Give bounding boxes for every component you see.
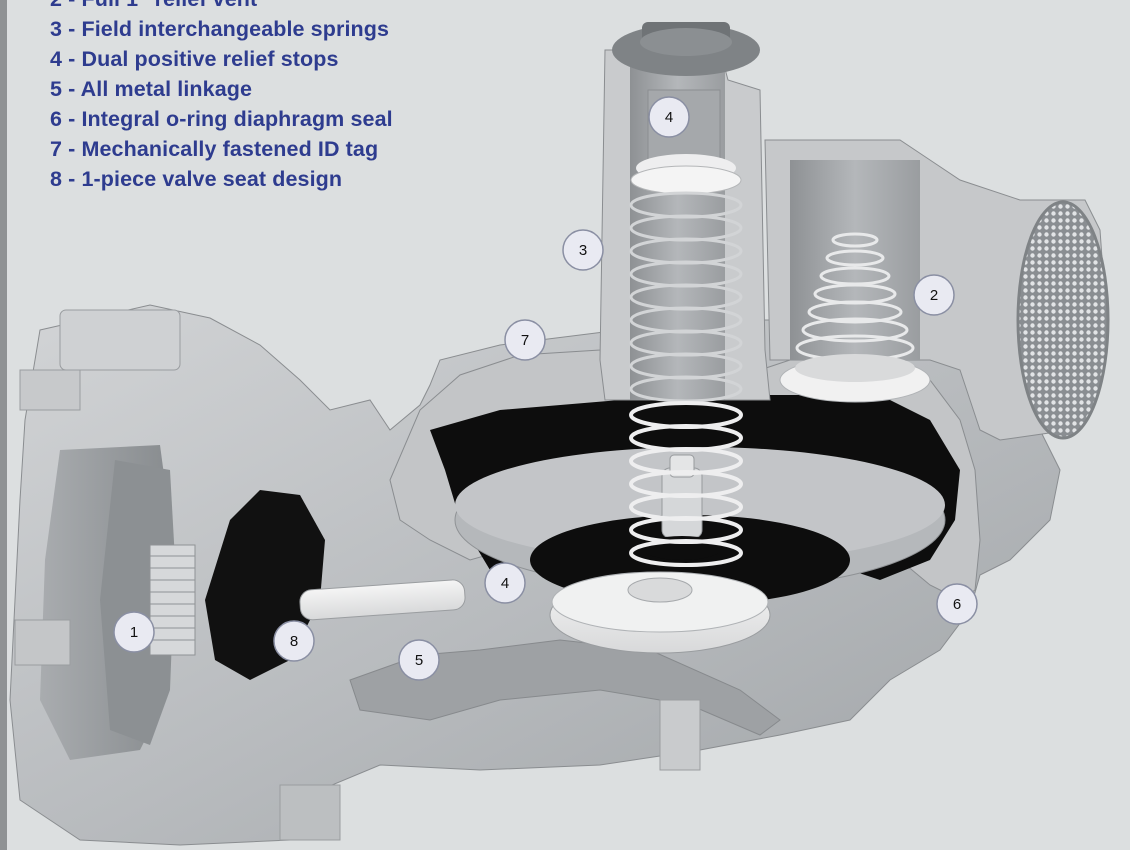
tower-cap-top xyxy=(640,28,732,56)
linkage-pin xyxy=(659,699,701,771)
main-spring xyxy=(629,191,743,403)
relief-spring-seat-inner xyxy=(795,354,915,382)
callout-6: 6 xyxy=(936,583,978,625)
callout-5: 5 xyxy=(398,639,440,681)
bottom-boss xyxy=(279,784,341,841)
feature-item-6: 6 - Integral o-ring diaphragm seal xyxy=(50,107,393,131)
lower-spring xyxy=(629,401,743,567)
inlet-bore xyxy=(100,460,175,745)
relief-valve-hub xyxy=(627,577,693,603)
callout-7: 7 xyxy=(504,319,546,361)
feature-list: 2 - Full 1" relief vent 3 - Field interc… xyxy=(50,0,393,194)
linkage-lever xyxy=(349,639,781,736)
callout-8: 8 xyxy=(273,620,315,662)
svg-text:6: 6 xyxy=(953,596,961,613)
svg-text:1: 1 xyxy=(130,624,138,641)
center-nut xyxy=(661,467,703,539)
feature-item-5: 5 - All metal linkage xyxy=(50,77,253,101)
flange-boss-lower xyxy=(14,619,71,666)
relief-spring xyxy=(795,232,915,362)
callout-4-top: 4 xyxy=(648,96,690,138)
svg-text:4: 4 xyxy=(501,575,509,592)
svg-text:4: 4 xyxy=(665,109,673,126)
inlet-threads xyxy=(149,544,196,656)
vent-screen xyxy=(1016,200,1110,440)
flange-boss-upper xyxy=(19,369,81,411)
feature-item-7: 7 - Mechanically fastened ID tag xyxy=(50,137,379,161)
feature-item-8: 8 - 1-piece valve seat design xyxy=(50,167,343,191)
svg-text:5: 5 xyxy=(415,652,423,669)
callout-1: 1 xyxy=(113,611,155,653)
svg-text:3: 3 xyxy=(579,242,587,259)
feature-item-4: 4 - Dual positive relief stops xyxy=(50,47,339,71)
callout-2: 2 xyxy=(913,274,955,316)
spring-seat-upper-ring xyxy=(630,165,742,195)
svg-text:8: 8 xyxy=(290,633,298,650)
callout-4-lower: 4 xyxy=(484,562,526,604)
feature-item-3: 3 - Field interchangeable springs xyxy=(50,17,390,41)
svg-text:7: 7 xyxy=(521,332,529,349)
relief-vent-chamber xyxy=(790,160,920,360)
left-rail xyxy=(0,0,7,850)
callout-3: 3 xyxy=(562,229,604,271)
svg-text:2: 2 xyxy=(930,287,938,304)
feature-item-2: 2 - Full 1" relief vent xyxy=(50,0,393,14)
valve-stem xyxy=(299,579,466,621)
inlet-top-boss xyxy=(59,309,181,371)
